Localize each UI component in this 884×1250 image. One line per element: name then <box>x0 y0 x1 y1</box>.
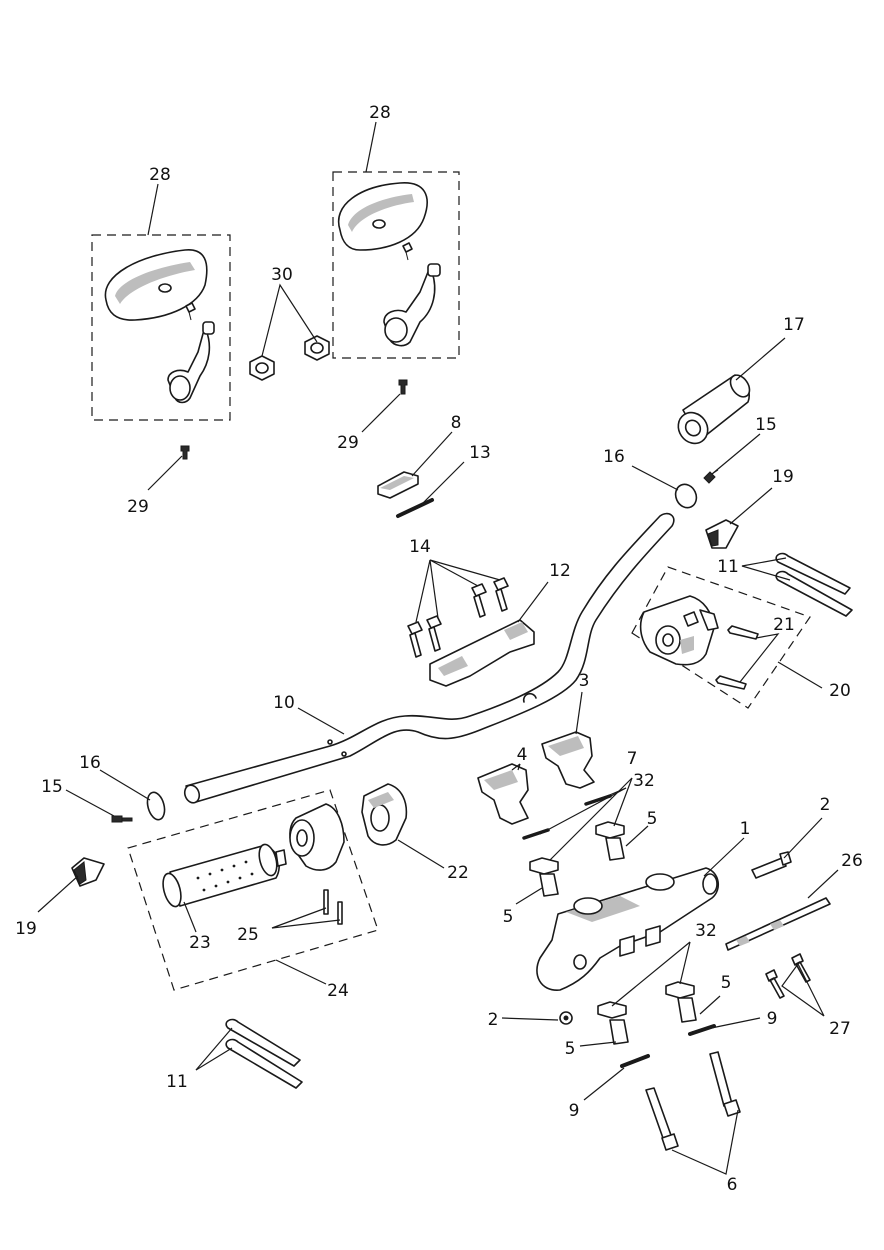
bolt-6-a <box>645 1087 673 1142</box>
callout-label: 6 <box>727 1175 738 1195</box>
cable-tie-11-right-b <box>775 570 853 617</box>
screw-25-b <box>337 901 343 925</box>
callout-label: 4 <box>517 745 528 765</box>
callout-label: 14 <box>409 537 431 557</box>
callout-label: 10 <box>273 693 295 713</box>
right-grip <box>677 374 751 445</box>
callout-label: 29 <box>337 433 359 453</box>
callout-label: 15 <box>41 777 63 797</box>
callout-label: 32 <box>633 771 655 791</box>
screw-15-right <box>703 469 719 484</box>
callout-label: 11 <box>166 1072 188 1092</box>
screw-21-a <box>727 625 759 640</box>
right-switch-housing-20 <box>639 595 719 666</box>
callout-label: 2 <box>488 1010 499 1030</box>
callout-label: 5 <box>721 973 732 993</box>
callout-label: 2 <box>820 795 831 815</box>
group-box-left-switch <box>127 789 379 991</box>
cable-tie-11-left-b <box>225 1038 303 1089</box>
leader-lines <box>37 121 839 1175</box>
callout-label: 27 <box>829 1019 851 1039</box>
callout-label: 28 <box>149 165 171 185</box>
left-mirror <box>104 249 215 404</box>
group-box-right-switch <box>631 566 811 709</box>
callout-label: 8 <box>451 413 462 433</box>
callout-label: 32 <box>695 921 717 941</box>
callout-label: 26 <box>841 851 863 871</box>
callout-label: 24 <box>327 981 349 1001</box>
callout-label: 5 <box>565 1039 576 1059</box>
callout-label: 23 <box>189 933 211 953</box>
callout-label: 20 <box>829 681 851 701</box>
right-mirror <box>337 182 441 347</box>
callout-label: 29 <box>127 497 149 517</box>
left-grip-23 <box>162 843 287 908</box>
bolt-2 <box>751 857 787 879</box>
part-13-pin <box>396 498 434 518</box>
washer-9-a <box>620 1054 650 1068</box>
callout-label: 11 <box>717 557 739 577</box>
callout-label: 16 <box>603 447 625 467</box>
left-switch-housing-24 <box>289 803 345 871</box>
callout-label: 1 <box>740 819 751 839</box>
callout-label: 25 <box>237 925 259 945</box>
callout-label: 22 <box>447 863 469 883</box>
callout-label: 5 <box>503 907 514 927</box>
screw-29-right <box>398 379 408 395</box>
washer-16-left <box>146 791 166 821</box>
bolt-27-a <box>765 969 785 999</box>
callout-label: 15 <box>755 415 777 435</box>
screw-25-a <box>323 889 329 915</box>
bolts-14 <box>407 577 509 658</box>
callout-label: 12 <box>549 561 571 581</box>
switch-housing-22 <box>361 783 408 846</box>
mirror-adaptor-nuts <box>249 335 330 381</box>
callout-label: 19 <box>15 919 37 939</box>
callout-label: 3 <box>579 671 590 691</box>
screw-29-left <box>180 445 190 460</box>
bolt-27-b <box>791 953 811 983</box>
callout-label: 21 <box>773 615 795 635</box>
group-box-right-mirror <box>332 171 460 359</box>
bolt-6-b <box>709 1051 733 1107</box>
callout-label: 9 <box>569 1101 580 1121</box>
cable-tie-11-left-a <box>225 1018 301 1067</box>
washer-16-right <box>674 483 698 509</box>
screw-21-b <box>715 675 747 690</box>
bushes-lower <box>597 981 697 1045</box>
callout-labels: 1 2 2 3 4 5 5 5 5 6 7 8 9 9 10 11 11 12 … <box>15 103 863 1195</box>
bushes-upper <box>529 821 625 897</box>
callout-label: 13 <box>469 443 491 463</box>
callout-label: 17 <box>783 315 805 335</box>
handlebar-10 <box>185 512 675 803</box>
yoke-1 <box>536 867 719 991</box>
screw-15-left <box>111 815 133 823</box>
group-box-left-mirror <box>91 234 231 421</box>
riser-4 <box>477 763 529 825</box>
callout-label: 7 <box>627 749 638 769</box>
callout-label: 28 <box>369 103 391 123</box>
callout-label: 16 <box>79 753 101 773</box>
callout-label: 5 <box>647 809 658 829</box>
callout-label: 9 <box>767 1009 778 1029</box>
callout-label: 30 <box>271 265 293 285</box>
callout-label: 19 <box>772 467 794 487</box>
